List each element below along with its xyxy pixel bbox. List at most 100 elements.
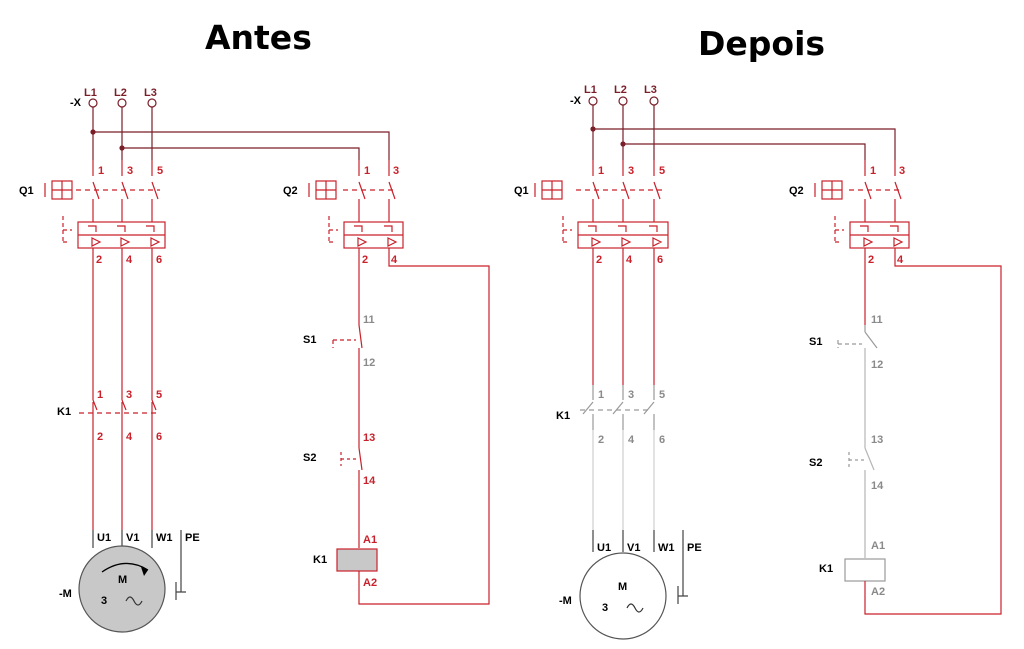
supply-wires — [592, 105, 896, 160]
s1-terminal: 11 — [871, 314, 883, 326]
k1-label: K1 — [57, 406, 71, 418]
q1-terminal-top: 3 — [628, 165, 634, 177]
q1-terminal-bottom: 6 — [156, 254, 162, 266]
s1-terminal: 12 — [363, 357, 375, 369]
k1-label: K1 — [556, 410, 570, 422]
k1-main-contacts — [79, 385, 160, 530]
supply-terminals: -X L1 L2 L3 — [570, 84, 659, 107]
phase-label-l3: L3 — [144, 87, 157, 99]
k1-coil — [336, 548, 378, 572]
terminal-l3 — [649, 96, 659, 106]
motor-terminal-w1: W1 — [156, 532, 173, 544]
diagram-before: -X L1 L2 L3 — [19, 87, 490, 633]
q2-terminal-bottom: 2 — [362, 254, 368, 266]
motor-terminal-u1: U1 — [597, 542, 611, 554]
breaker-q1 — [62, 160, 166, 249]
terminal-l1 — [88, 98, 98, 108]
s2-label: S2 — [809, 457, 822, 469]
phase-label-l2: L2 — [114, 87, 127, 99]
coil-terminal-a2: A2 — [871, 586, 885, 598]
k1-terminal-top: 5 — [156, 389, 162, 401]
s1-terminal: 11 — [363, 314, 375, 326]
motor-terminal-v1: V1 — [126, 532, 139, 544]
q1-terminal-top: 5 — [157, 165, 163, 177]
k1-coil — [844, 558, 886, 582]
terminal-l1 — [588, 96, 598, 106]
phase-label-l1: L1 — [84, 87, 97, 99]
motor-letter: M — [618, 581, 627, 593]
q1-terminal-bottom: 2 — [96, 254, 102, 266]
s1-label: S1 — [303, 334, 316, 346]
junction-dot — [620, 141, 626, 147]
motor-body — [579, 552, 667, 640]
coil-label: K1 — [819, 563, 833, 575]
k1-terminal-top: 3 — [628, 389, 634, 401]
supply-wires — [92, 107, 390, 160]
q1-terminal-bottom: 4 — [126, 254, 133, 266]
phase-label-l3: L3 — [644, 84, 657, 96]
motor-terminal-u1: U1 — [97, 532, 111, 544]
k1-terminal-top: 3 — [126, 389, 132, 401]
breaker-q2-handle — [814, 180, 843, 200]
s2-terminal: 14 — [363, 475, 376, 487]
ac-symbol-icon — [125, 596, 143, 606]
control-circuit-before — [328, 160, 490, 605]
motor-terminal-pe: PE — [185, 532, 200, 544]
motor-wires-off — [592, 430, 655, 530]
breaker-q1-handle — [44, 180, 73, 200]
coil-label: K1 — [313, 554, 327, 566]
k1-terminal-bottom: 6 — [156, 431, 162, 443]
k1-terminal-bottom: 4 — [628, 434, 635, 446]
terminal-l2 — [618, 96, 628, 106]
s2-label: S2 — [303, 452, 316, 464]
motor-terminal-v1: V1 — [627, 542, 640, 554]
q1-terminal-top: 5 — [659, 165, 665, 177]
motor-terminal-pe: PE — [687, 542, 702, 554]
k1-main-contacts — [580, 385, 655, 430]
supply-label: -X — [570, 95, 582, 107]
q2-terminal-top: 1 — [870, 165, 876, 177]
q1-label: Q1 — [514, 185, 529, 197]
coil-terminal-a2: A2 — [363, 577, 377, 589]
q2-terminal-top: 3 — [393, 165, 399, 177]
k1-terminal-top: 1 — [97, 389, 103, 401]
s1-terminal: 12 — [871, 359, 883, 371]
junction-dot — [590, 126, 596, 132]
breaker-q1 — [562, 160, 669, 385]
motor-letter: M — [118, 574, 127, 586]
junction-dot — [119, 145, 125, 151]
s1-label: S1 — [809, 336, 822, 348]
motor-body — [78, 545, 166, 633]
control-circuit-after — [834, 160, 1002, 615]
k1-terminal-bottom: 2 — [598, 434, 604, 446]
terminal-l2 — [117, 98, 127, 108]
q1-terminal-bottom: 6 — [657, 254, 663, 266]
k1-terminal-bottom: 6 — [659, 434, 665, 446]
title-after: Depois — [698, 24, 826, 63]
junction-dot — [90, 129, 96, 135]
motor-terminal-w1: W1 — [658, 542, 675, 554]
coil-terminal-a1: A1 — [871, 540, 885, 552]
q1-terminal-bottom: 2 — [596, 254, 602, 266]
q1-terminal-bottom: 4 — [626, 254, 633, 266]
k1-terminal-bottom: 4 — [126, 431, 133, 443]
ac-symbol-icon — [626, 603, 644, 613]
s2-terminal: 14 — [871, 480, 884, 492]
q2-terminal-bottom: 4 — [391, 254, 398, 266]
q1-label: Q1 — [19, 185, 34, 197]
q2-label: Q2 — [789, 185, 804, 197]
breaker-q2-handle — [308, 180, 337, 200]
q2-label: Q2 — [283, 185, 298, 197]
k1-terminal-top: 5 — [659, 389, 665, 401]
coil-terminal-a1: A1 — [363, 534, 377, 546]
motor-after — [579, 530, 688, 640]
terminal-l3 — [147, 98, 157, 108]
q1-terminal-top: 3 — [127, 165, 133, 177]
q2-terminal-bottom: 2 — [868, 254, 874, 266]
q1-terminal-top: 1 — [98, 165, 104, 177]
q2-terminal-bottom: 4 — [897, 254, 904, 266]
diagram-after: -X L1 L2 L3 — [514, 84, 1002, 640]
motor-label: -M — [59, 588, 72, 600]
s2-terminal: 13 — [871, 434, 883, 446]
